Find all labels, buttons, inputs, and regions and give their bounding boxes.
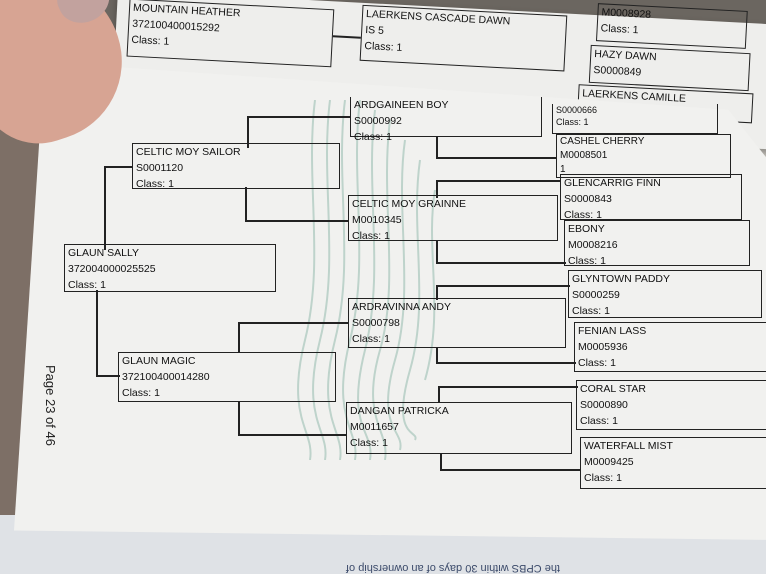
entry-class: Class: 1	[68, 279, 106, 291]
connector-line	[238, 402, 240, 434]
entry-class: Class: 1	[584, 472, 622, 484]
pedigree-box-ggp-7: CORAL STAR S0000890 Class: 1	[576, 380, 766, 430]
entry-name: EBONY	[568, 223, 605, 235]
pedigree-box-ggp-6: FENIAN LASS M0005936 Class: 1	[574, 322, 766, 372]
entry-id: S0000890	[580, 399, 628, 411]
entry-name: WATERFALL MIST	[584, 440, 673, 452]
horse-watermark	[297, 100, 436, 460]
entry-class: Class: 1	[572, 305, 610, 317]
entry-id: S0000666	[556, 105, 598, 115]
entry-class: Class: 1	[136, 178, 174, 190]
entry-class: 1	[560, 164, 566, 175]
pedigree-box-dam-dam: DANGAN PATRICKA M0011657 Class: 1	[346, 402, 572, 454]
entry-id: M0008216	[568, 239, 618, 251]
entry-class: Class: 1	[354, 131, 392, 143]
entry-class: Class: 1	[556, 117, 589, 127]
entry-id: 372004000025525	[68, 263, 156, 275]
connector-line	[436, 262, 566, 264]
connector-line	[238, 434, 346, 436]
entry-name: CELTIC MOY GRAINNE	[352, 198, 466, 210]
entry-id: M0005936	[578, 341, 628, 353]
connector-line	[438, 386, 440, 402]
pedigree-box-sire-sire: ARDGAINEEN BOY S0000992 Class: 1	[350, 97, 542, 143]
entry-id: S0000798	[352, 317, 400, 329]
entry-name: DANGAN PATRICKA	[350, 405, 449, 417]
connector-line	[436, 362, 576, 364]
connector-line	[238, 322, 240, 352]
pedigree-box-ggp-4: EBONY M0008216 Class: 1	[564, 220, 750, 267]
pedigree-box-ggp-1: S0000666 Class: 1	[552, 104, 718, 134]
pedigree-box-dam: GLAUN MAGIC 372100400014280 Class: 1	[118, 352, 336, 402]
entry-name: FENIAN LASS	[578, 325, 647, 337]
pedigree-box-ggp-8: WATERFALL MIST M0009425 Class: 1	[580, 437, 766, 489]
page-number: Page 23 of 46	[43, 365, 58, 446]
pedigree-box-ggp-5: GLYNTOWN PADDY S0000259 Class: 1	[568, 270, 762, 318]
entry-id: M0011657	[350, 421, 399, 433]
entry-class: Class: 1	[352, 230, 390, 242]
connector-line	[440, 469, 580, 471]
pedigree-box-subject: GLAUN SALLY 372004000025525 Class: 1	[64, 244, 276, 292]
entry-name: ARDRAVINNA ANDY	[352, 301, 451, 313]
entry-name: CELTIC MOY SAILOR	[136, 146, 241, 158]
connector-line	[247, 116, 249, 148]
entry-id: S0001120	[136, 162, 184, 174]
entry-class: Class: 1	[580, 415, 618, 427]
entry-name: GLYNTOWN PADDY	[572, 273, 671, 285]
entry-name: CORAL STAR	[580, 383, 646, 395]
connector-line	[436, 347, 438, 362]
connector-line	[245, 187, 247, 220]
entry-class: Class: 1	[350, 437, 388, 449]
entry-name: CASHEL CHERRY	[560, 136, 645, 147]
entry-name: ARDGAINEEN BOY	[354, 99, 449, 111]
connector-line	[436, 180, 438, 198]
entry-class: Class: 1	[352, 333, 390, 345]
connector-line	[238, 322, 348, 324]
entry-class: Class: 1	[564, 209, 602, 221]
entry-id: 372100400014280	[122, 371, 210, 383]
connector-line	[436, 285, 570, 287]
entry-class: Class: 1	[568, 255, 606, 267]
connector-line	[104, 166, 132, 168]
entry-id: M0010345	[352, 214, 402, 226]
connector-line	[104, 166, 106, 250]
connector-line	[436, 180, 560, 182]
entry-name: GLAUN MAGIC	[122, 355, 196, 367]
pedigree-page	[14, 62, 766, 540]
connector-line	[436, 240, 438, 262]
entry-name: GLENCARRIG FINN	[564, 177, 661, 189]
entry-id: M0009425	[584, 456, 634, 468]
connector-line	[436, 157, 556, 159]
pedigree-box-sire: CELTIC MOY SAILOR S0001120 Class: 1	[132, 143, 340, 190]
connector-line	[440, 453, 442, 469]
pedigree-box-ggp-2: CASHEL CHERRY M0008501 1	[556, 134, 731, 178]
entry-class: Class: 1	[578, 357, 616, 369]
entry-id: M0008501	[560, 150, 608, 161]
connector-line	[436, 136, 438, 158]
connector-line	[96, 290, 98, 375]
pedigree-box-dam-sire: ARDRAVINNA ANDY S0000798 Class: 1	[348, 298, 566, 348]
pedigree-box-sire-dam: CELTIC MOY GRAINNE M0010345 Class: 1	[348, 195, 558, 242]
entry-id: S0000992	[354, 115, 402, 127]
connector-line	[245, 220, 349, 222]
connector-line	[96, 375, 120, 377]
connector-line	[247, 116, 350, 118]
entry-id: S0000843	[564, 193, 612, 205]
entry-id: S0000259	[572, 289, 620, 301]
entry-class: Class: 1	[122, 387, 160, 399]
entry-name: GLAUN SALLY	[68, 247, 140, 259]
pedigree-box-ggp-3: GLENCARRIG FINN S0000843 Class: 1	[560, 174, 742, 221]
connector-line	[438, 386, 578, 388]
connector-line	[436, 285, 438, 300]
